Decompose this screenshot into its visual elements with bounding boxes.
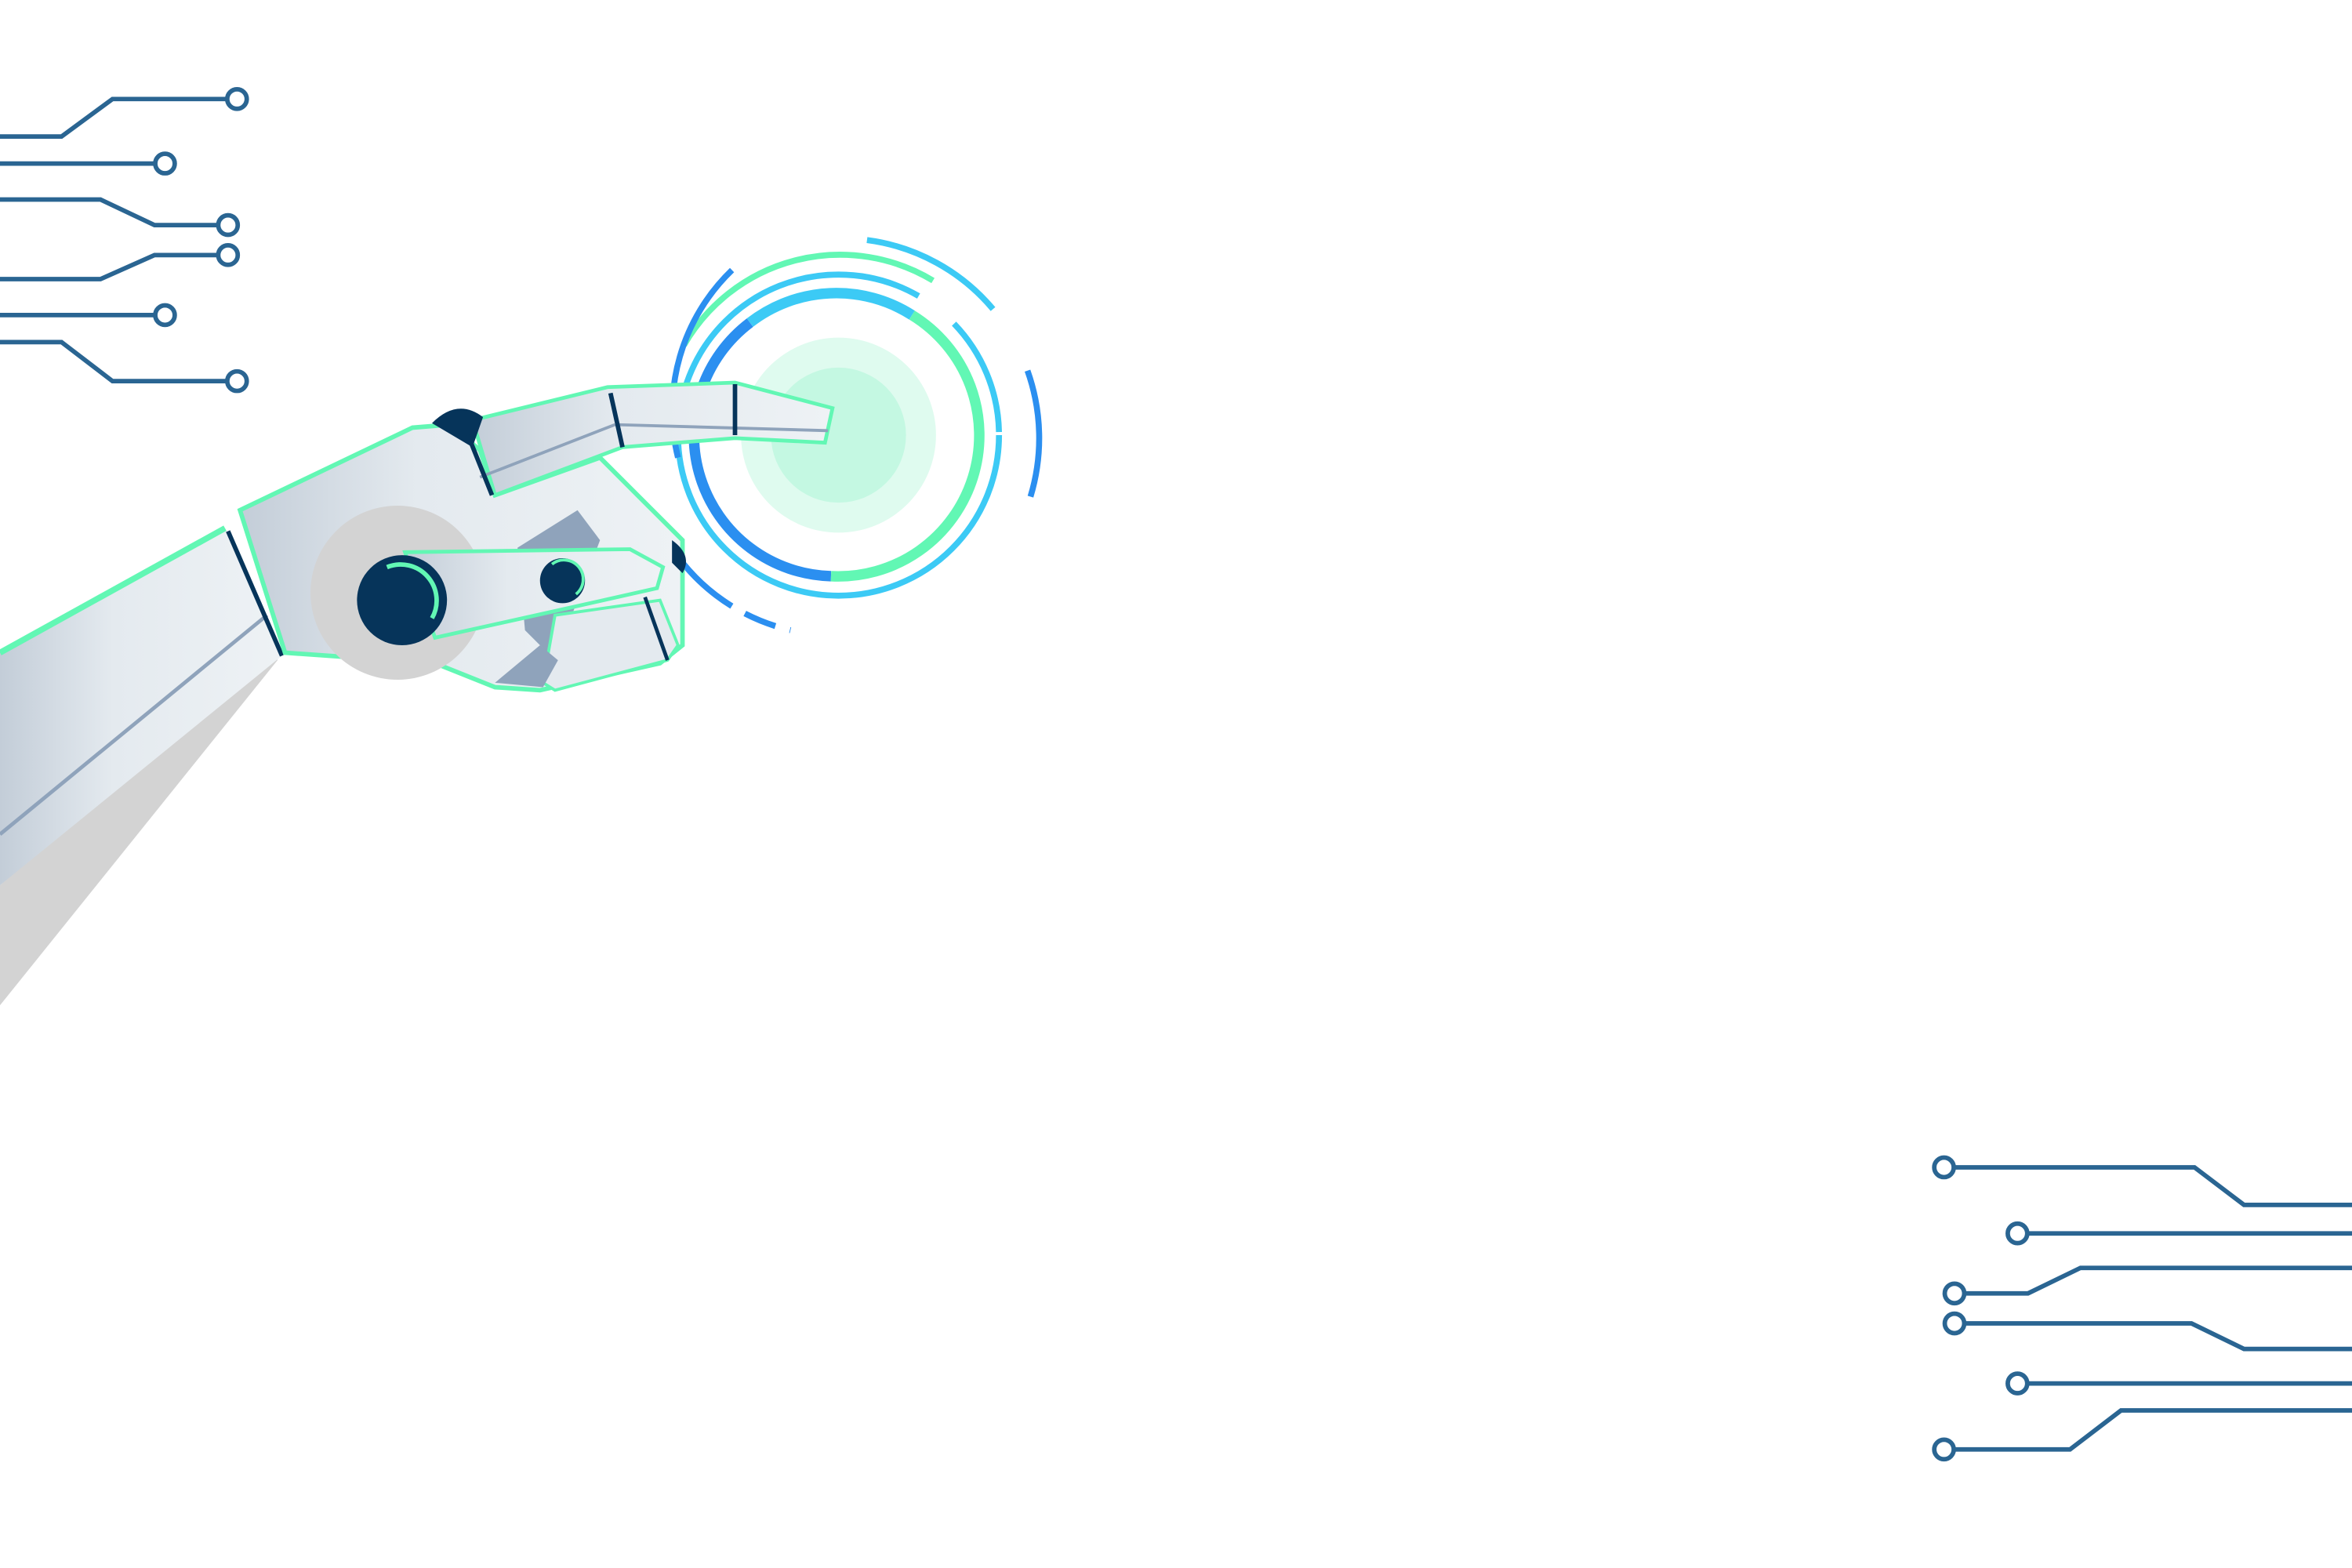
forearm-shadow <box>0 644 278 1006</box>
circuit-lines-bottom-right <box>1932 1155 2352 1462</box>
circuit-lines-top-left <box>0 87 249 394</box>
forearm <box>0 528 282 886</box>
wrist-joint <box>357 555 448 645</box>
thumb <box>402 547 666 641</box>
robot-hand <box>0 380 835 1006</box>
index-finger <box>470 380 835 498</box>
thumb-joint <box>539 557 586 604</box>
curled-fingers <box>541 598 680 692</box>
